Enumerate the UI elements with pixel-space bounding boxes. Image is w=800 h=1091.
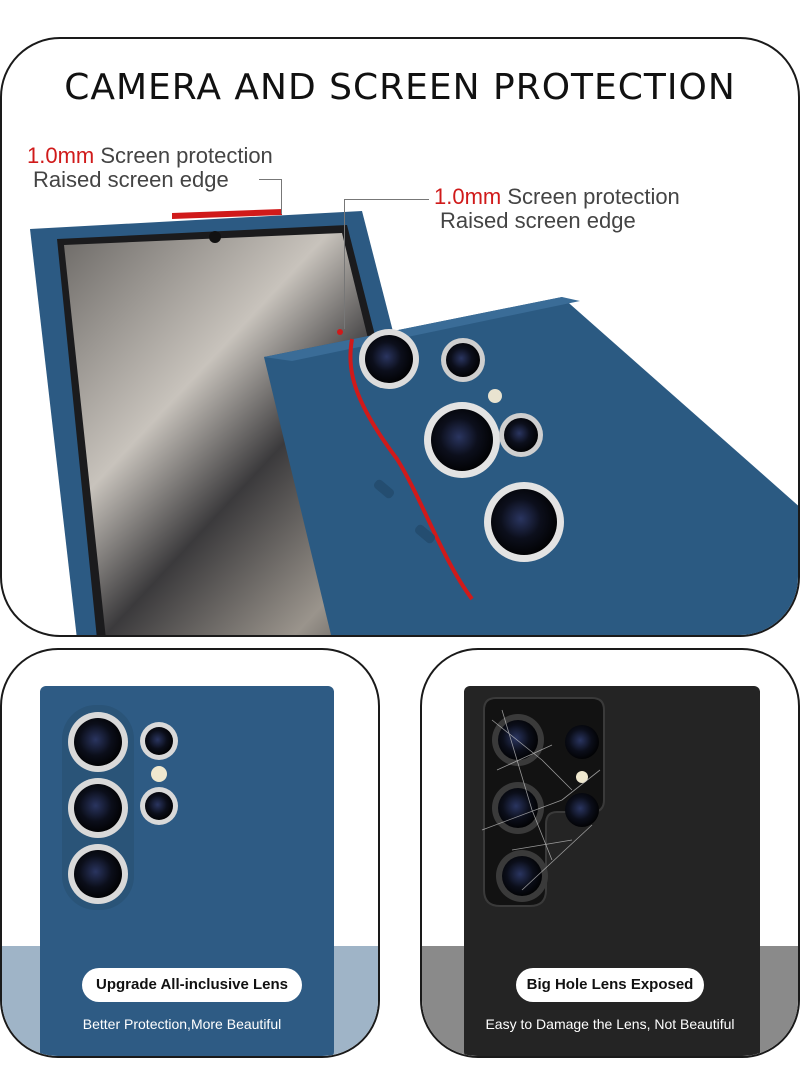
callout-camera-edge: 1.0mm Screen protection Raised screen ed… [434,185,680,233]
badge-big-hole: Big Hole Lens Exposed [516,968,704,1002]
black-case-image [464,686,760,1056]
comparison-panel-good: Upgrade All-inclusive Lens Better Protec… [0,648,380,1058]
callout-thickness: 1.0mm [434,184,502,209]
leader-line [281,179,282,214]
hero-product-image [30,209,798,635]
hero-panel: CAMERA AND SCREEN PROTECTION [0,37,800,637]
badge-upgrade-lens: Upgrade All-inclusive Lens [82,968,302,1002]
callout-sub: Raised screen edge [440,208,636,233]
callout-label: Screen protection [501,184,680,209]
callout-label: Screen protection [94,143,273,168]
comparison-panel-bad: Big Hole Lens Exposed Easy to Damage the… [420,648,800,1058]
leader-line [344,199,345,329]
leader-line [259,179,281,180]
caption-good: Better Protection,More Beautiful [82,1016,282,1032]
callout-thickness: 1.0mm [27,143,95,168]
phone-back-image [264,297,798,635]
caption-bad: Easy to Damage the Lens, Not Beautiful [485,1016,735,1032]
callout-screen-edge: 1.0mm Screen protection Raised screen ed… [27,144,273,192]
callout-sub: Raised screen edge [33,167,229,192]
leader-line [344,199,429,200]
headline: CAMERA AND SCREEN PROTECTION [64,67,736,108]
blue-case-image [40,686,334,1056]
